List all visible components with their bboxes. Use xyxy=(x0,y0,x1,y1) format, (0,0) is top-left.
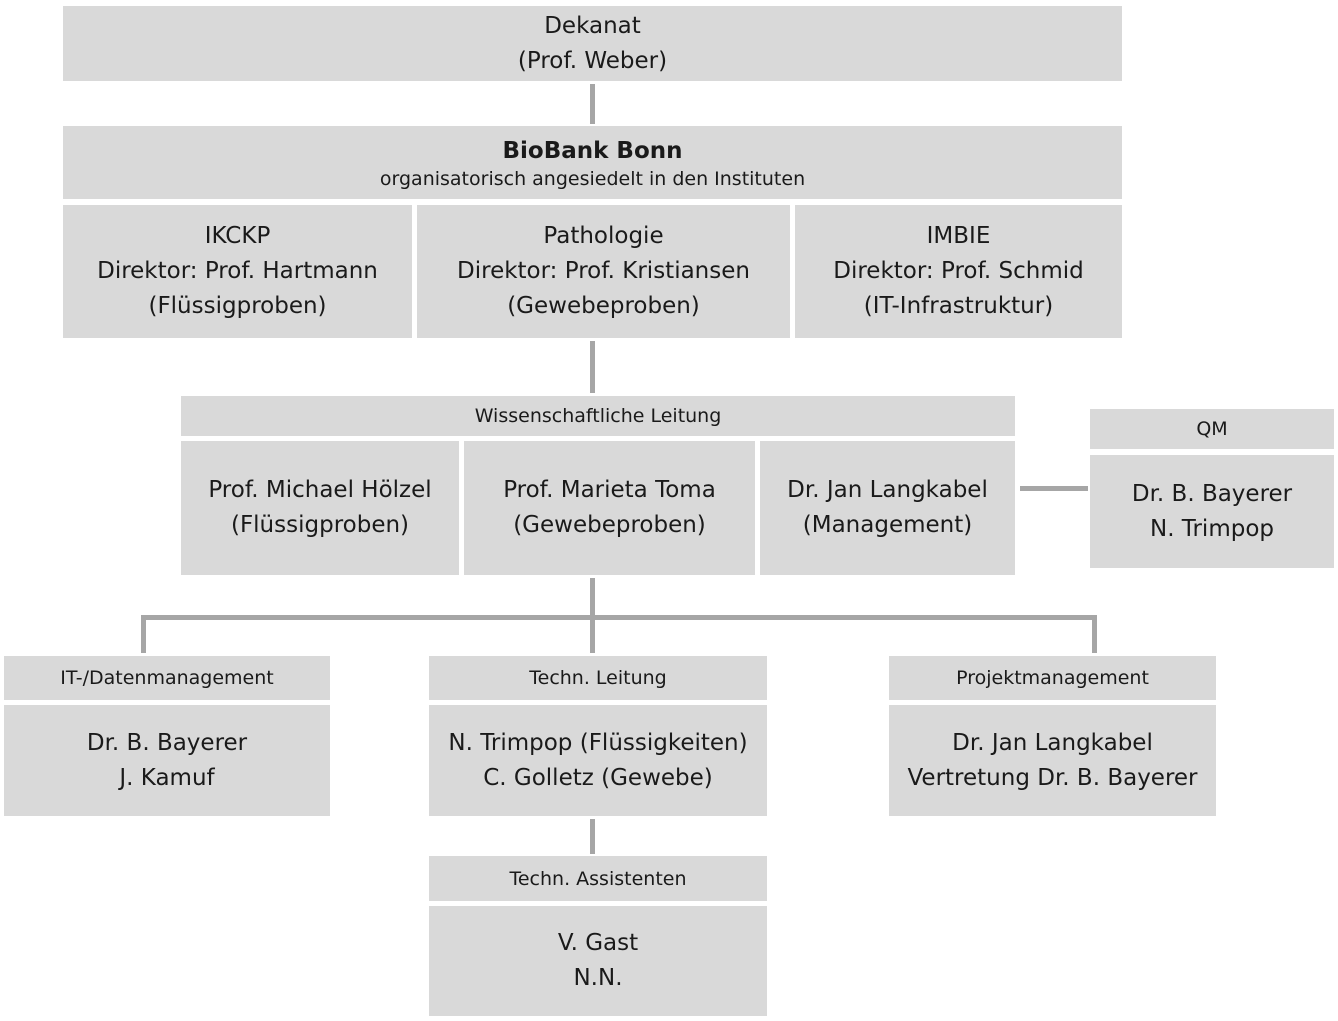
assist-line2: N.N. xyxy=(573,965,623,991)
it-line1: Dr. B. Bayerer xyxy=(86,729,248,756)
techn-header-label: Techn. Leitung xyxy=(529,667,667,689)
leitung-member-hoelzel: Prof. Michael Hölzel (Flüssigproben) xyxy=(181,441,459,575)
institute-name: IMBIE xyxy=(926,223,991,249)
it-line2: J. Kamuf xyxy=(119,764,215,791)
qm-header: QM xyxy=(1090,409,1334,449)
member-role: (Gewebeproben) xyxy=(513,512,706,538)
connector-dekanat-biobank xyxy=(590,84,595,124)
projekt-header-label: Projektmanagement xyxy=(956,667,1149,689)
techn-line2: C. Golletz (Gewebe) xyxy=(483,764,713,791)
qm-box: Dr. B. Bayerer N. Trimpop xyxy=(1090,455,1334,568)
projekt-line1: Dr. Jan Langkabel xyxy=(952,729,1153,756)
projekt-line2: Vertretung Dr. B. Bayerer xyxy=(907,764,1198,791)
projekt-box: Dr. Jan Langkabel Vertretung Dr. B. Baye… xyxy=(889,705,1216,816)
it-box: Dr. B. Bayerer J. Kamuf xyxy=(4,705,330,816)
member-name: Prof. Marieta Toma xyxy=(503,477,716,503)
leitung-header: Wissenschaftliche Leitung xyxy=(181,396,1015,436)
qm-header-label: QM xyxy=(1196,418,1228,440)
connector-horizontal-branch xyxy=(141,615,1097,620)
it-header: IT-/Datenmanagement xyxy=(4,656,330,700)
member-name: Dr. Jan Langkabel xyxy=(787,477,988,503)
institute-ikckp: IKCKP Direktor: Prof. Hartmann (Flüssigp… xyxy=(63,205,412,338)
assist-box: V. Gast N.N. xyxy=(429,906,767,1016)
member-name: Prof. Michael Hölzel xyxy=(208,477,432,503)
qm-line1: Dr. B. Bayerer xyxy=(1131,480,1293,507)
biobank-subtitle: organisatorisch angesiedelt in den Insti… xyxy=(379,167,806,190)
institute-imbie: IMBIE Direktor: Prof. Schmid (IT-Infrast… xyxy=(795,205,1122,338)
assist-header: Techn. Assistenten xyxy=(429,856,767,901)
techn-line1: N. Trimpop (Flüssigkeiten) xyxy=(448,729,748,756)
institute-focus: (Flüssigproben) xyxy=(148,293,327,319)
institute-name: IKCKP xyxy=(204,223,271,249)
institute-pathologie: Pathologie Direktor: Prof. Kristiansen (… xyxy=(417,205,790,338)
dekanat-box: Dekanat (Prof. Weber) xyxy=(63,6,1122,81)
institute-focus: (Gewebeproben) xyxy=(507,293,700,319)
assist-header-label: Techn. Assistenten xyxy=(509,867,687,890)
institute-director: Direktor: Prof. Schmid xyxy=(833,258,1084,284)
techn-box: N. Trimpop (Flüssigkeiten) C. Golletz (G… xyxy=(429,705,767,816)
leitung-header-label: Wissenschaftliche Leitung xyxy=(474,405,722,427)
biobank-title: BioBank Bonn xyxy=(502,137,683,164)
institute-focus: (IT-Infrastruktur) xyxy=(863,293,1054,319)
biobank-box: BioBank Bonn organisatorisch angesiedelt… xyxy=(63,126,1122,199)
institute-director: Direktor: Prof. Kristiansen xyxy=(457,258,750,284)
institute-director: Direktor: Prof. Hartmann xyxy=(97,258,378,284)
leitung-member-langkabel: Dr. Jan Langkabel (Management) xyxy=(760,441,1015,575)
member-role: (Flüssigproben) xyxy=(230,512,410,538)
connector-branch-projekt xyxy=(1092,615,1097,653)
connector-institutes-leitung xyxy=(590,341,595,393)
dekanat-title: Dekanat xyxy=(544,12,641,39)
leitung-member-toma: Prof. Marieta Toma (Gewebeproben) xyxy=(464,441,755,575)
dekanat-person: (Prof. Weber) xyxy=(517,47,668,74)
projekt-header: Projektmanagement xyxy=(889,656,1216,700)
member-role: (Management) xyxy=(802,512,973,538)
institute-name: Pathologie xyxy=(543,223,664,249)
connector-branch-it xyxy=(141,615,146,653)
connector-techn-assist xyxy=(590,819,595,854)
connector-leitung-qm xyxy=(1020,486,1088,491)
it-header-label: IT-/Datenmanagement xyxy=(60,667,274,689)
qm-line2: N. Trimpop xyxy=(1149,515,1275,542)
assist-line1: V. Gast xyxy=(557,930,639,956)
techn-header: Techn. Leitung xyxy=(429,656,767,700)
